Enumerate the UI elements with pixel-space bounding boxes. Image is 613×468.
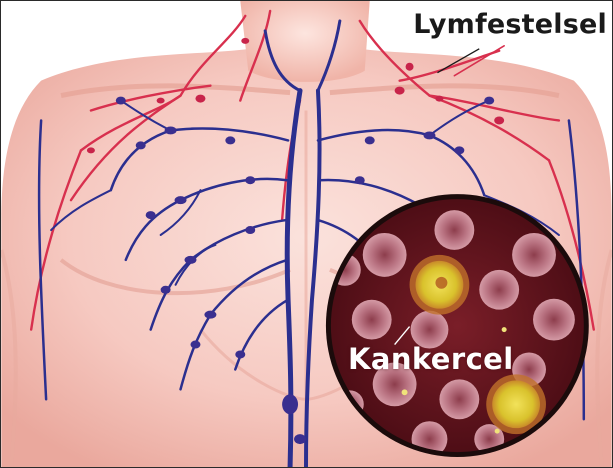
lymph-system-label: Lymfestelsel <box>413 9 607 40</box>
cancer-cell <box>410 255 470 315</box>
cancer-cell-label: Kankercel <box>348 342 514 376</box>
